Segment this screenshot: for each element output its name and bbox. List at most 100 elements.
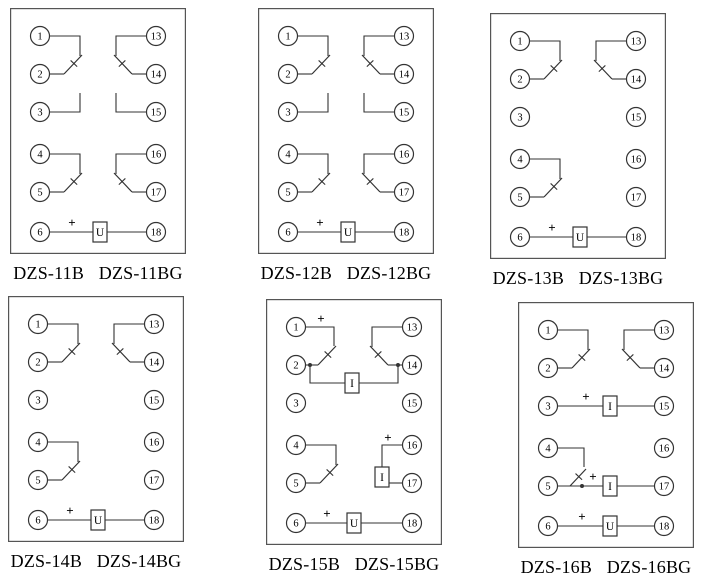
model-name: DZS-16B [520, 557, 593, 577]
coil-label: I [608, 481, 612, 493]
terminal-circle [401, 354, 423, 376]
terminal-number: 3 [35, 396, 40, 407]
coil-box [602, 395, 618, 417]
coil-label: U [606, 521, 615, 533]
contact-tick [318, 178, 326, 186]
terminal-circle [277, 25, 299, 47]
terminal-circle [145, 63, 167, 85]
terminal-circle [509, 30, 531, 52]
terminal-circle [277, 101, 299, 123]
terminal-circle [653, 319, 675, 341]
terminal-circle [29, 101, 51, 123]
wire [298, 35, 329, 56]
terminal-number: 1 [517, 37, 522, 48]
terminal-circle [625, 186, 647, 208]
terminal-circle [625, 226, 647, 248]
terminal-circle [393, 63, 415, 85]
terminal-circle [29, 181, 51, 203]
terminal-number: 16 [407, 441, 418, 452]
contact-tick [550, 65, 558, 73]
wire [309, 365, 345, 384]
terminal-circle [625, 106, 647, 128]
contact-blade [319, 463, 339, 484]
polarity-plus-mark: + [589, 469, 596, 484]
coil-label: I [350, 378, 354, 390]
coil-label: U [350, 518, 359, 530]
terminal-number: 5 [35, 476, 40, 487]
coil-box [340, 221, 356, 243]
terminal-number: 3 [545, 402, 550, 413]
terminal-circle [393, 143, 415, 165]
terminal-circle [143, 313, 165, 335]
terminal-circle [29, 221, 51, 243]
contact-tick [68, 466, 76, 474]
panel-border [518, 302, 695, 549]
model-name: DZS-13B [492, 268, 565, 288]
contact-blade [61, 460, 81, 481]
terminal-number: 14 [151, 70, 162, 81]
terminal-number: 3 [285, 108, 290, 119]
contact-blade [361, 172, 381, 193]
terminal-number: 18 [151, 228, 162, 239]
terminal-circle [537, 515, 559, 537]
contact-tick [598, 65, 606, 73]
coil-box [602, 515, 618, 537]
model-name-g: DZS-11BG [98, 263, 183, 283]
coil-label: I [380, 472, 384, 484]
panel-caption: DZS-14B DZS-14BG [8, 551, 184, 572]
terminal-number: 2 [293, 361, 298, 372]
terminal-circle [393, 101, 415, 123]
terminal-number: 6 [293, 519, 298, 530]
wire [306, 326, 335, 346]
wire [298, 153, 329, 174]
wire [115, 93, 146, 113]
wire [381, 444, 402, 467]
polarity-plus-mark: + [384, 430, 391, 445]
terminal-number: 5 [285, 188, 290, 199]
wire [50, 153, 81, 174]
terminal-circle [285, 316, 307, 338]
model-name-g: DZS-14BG [96, 551, 182, 571]
model-name: DZS-12B [260, 263, 333, 283]
coil-label: U [344, 227, 353, 239]
coil-label: I [608, 401, 612, 413]
terminal-circle [509, 148, 531, 170]
terminal-circle [277, 181, 299, 203]
contact-tick [318, 60, 326, 68]
panel-border [490, 13, 667, 260]
terminal-circle [393, 221, 415, 243]
contact-blade [571, 348, 591, 369]
wire [363, 35, 394, 56]
terminal-number: 13 [399, 32, 410, 43]
terminal-circle [27, 431, 49, 453]
model-name-g: DZS-16BG [606, 557, 692, 577]
contact-blade [543, 177, 563, 198]
terminal-circle [145, 181, 167, 203]
contact-blade [569, 468, 587, 487]
wire [298, 93, 329, 113]
wire [530, 40, 561, 61]
contact-tick [70, 60, 78, 68]
coil-box [602, 475, 618, 497]
terminal-number: 17 [399, 188, 410, 199]
contact-tick [374, 351, 382, 359]
terminal-number: 18 [407, 519, 418, 530]
terminal-number: 16 [631, 155, 642, 166]
contact-tick [626, 354, 634, 362]
terminal-circle [393, 25, 415, 47]
wire [115, 35, 146, 56]
terminal-circle [29, 25, 51, 47]
wire [623, 329, 654, 350]
terminal-circle [537, 357, 559, 379]
terminal-number: 18 [631, 233, 642, 244]
contact-tick [326, 469, 334, 477]
terminal-number: 4 [35, 438, 41, 449]
contact-blade [63, 172, 83, 193]
